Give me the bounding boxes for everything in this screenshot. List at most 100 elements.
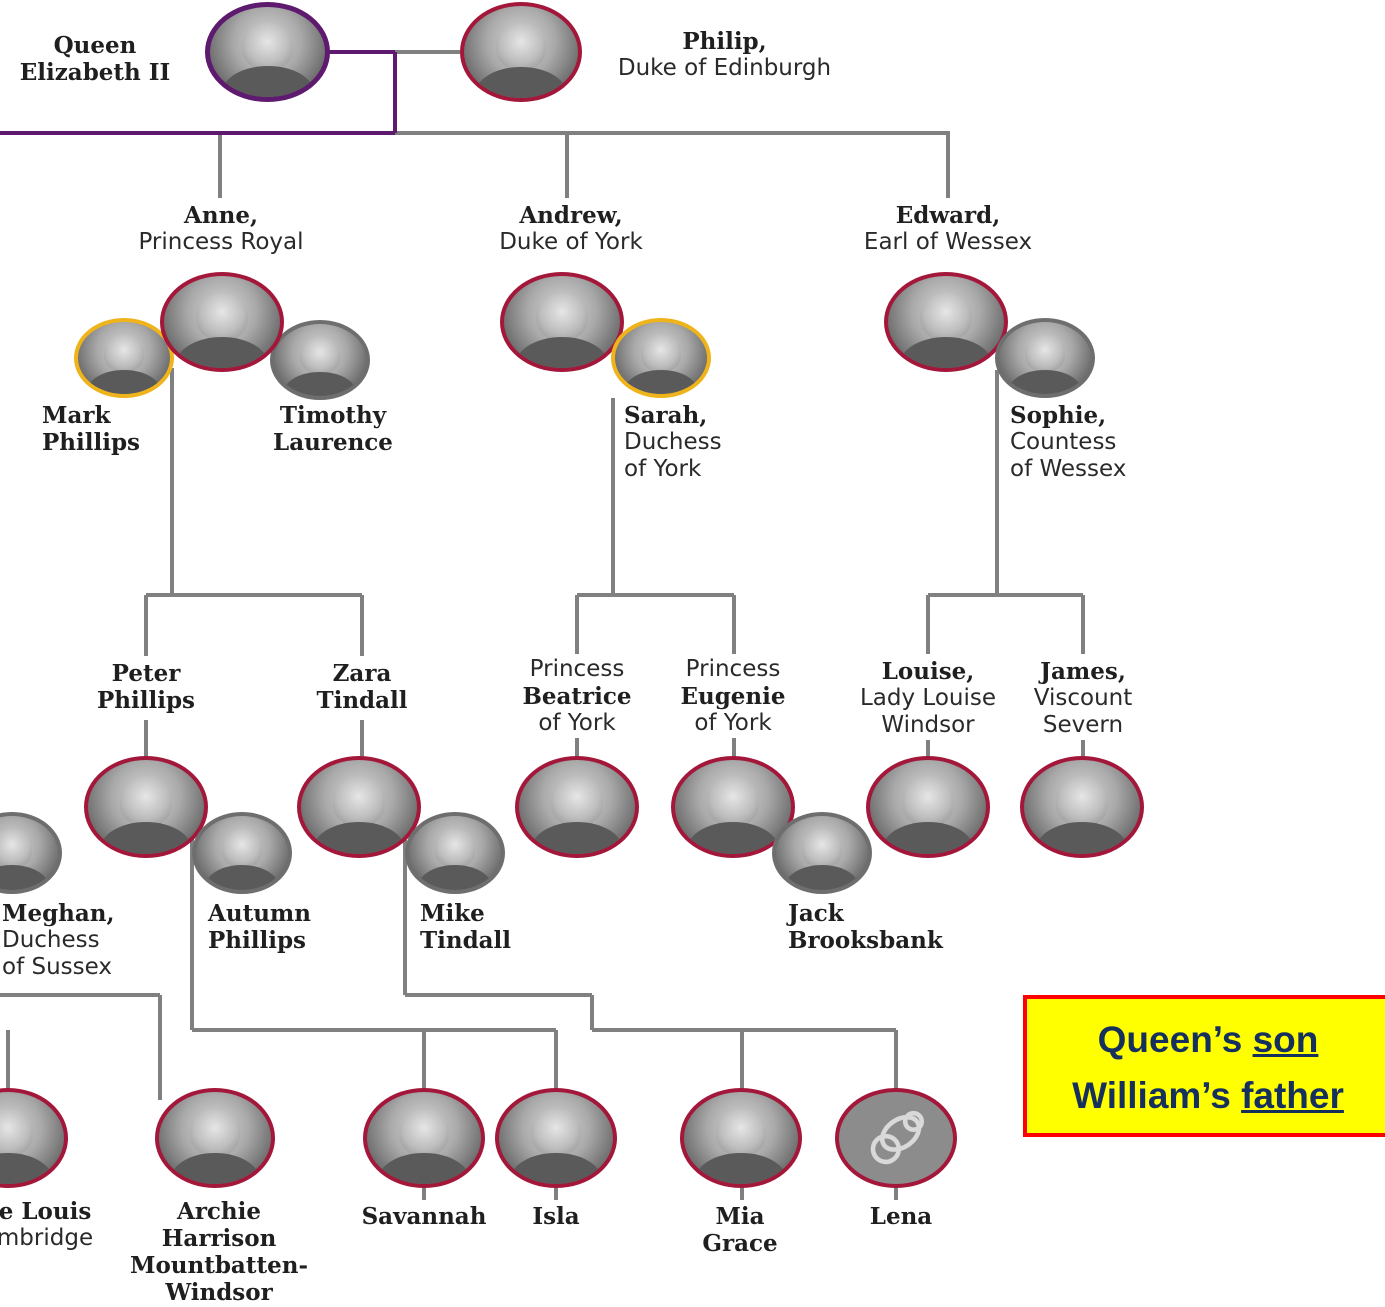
savannah-name: Savannah: [361, 1203, 487, 1230]
jack-label: Jack Brooksbank: [788, 900, 943, 954]
sophie-label: Sophie, Countess of Wessex: [1010, 402, 1126, 483]
zara-tindall-label: Zara Tindall: [300, 660, 424, 714]
mark-name: Mark: [42, 402, 111, 429]
anne-name: Anne,: [184, 202, 258, 229]
beatrice-post: of York: [538, 710, 616, 736]
edward-title: Earl of Wessex: [863, 229, 1033, 255]
timothy-laurence-photo: [270, 320, 370, 400]
louis-title: mbridge: [0, 1225, 94, 1251]
queen-name-2: Elizabeth II: [19, 59, 171, 86]
timothy-name-2: Laurence: [273, 429, 393, 456]
callout-line-1: Queen’s son: [1027, 1019, 1385, 1061]
zara-name: Zara: [332, 660, 392, 687]
sarah-label: Sarah, Duchess of York: [624, 402, 722, 483]
archie-name-3: Mountbatten-: [129, 1252, 308, 1279]
sophie-title-1: Countess: [1010, 429, 1117, 455]
peter-photo: [84, 756, 208, 858]
lena-name: Lena: [869, 1203, 933, 1230]
louise-title-1: Lady Louise: [859, 685, 996, 711]
savannah-label: Savannah: [346, 1203, 502, 1230]
mia-grace-label: Mia Grace: [690, 1203, 790, 1257]
philip-label: Philip, Duke of Edinburgh: [592, 28, 857, 82]
louise-photo: [866, 756, 990, 858]
pacifier-icon: [870, 1110, 925, 1165]
eugenie-post: of York: [694, 710, 772, 736]
sarah-name: Sarah,: [624, 402, 708, 429]
queen-photo: [205, 2, 330, 102]
callout-line-2-underlined: father: [1241, 1075, 1344, 1116]
peter-phillips-label: Peter Phillips: [76, 660, 216, 714]
queen-label: Queen Elizabeth II: [10, 32, 180, 86]
eugenie-label: Princess Eugenie of York: [666, 656, 800, 737]
james-label: James, Viscount Severn: [1018, 658, 1148, 739]
callout-line-1-underlined: son: [1252, 1019, 1319, 1060]
savannah-photo: [363, 1088, 485, 1188]
lena-label: Lena: [856, 1203, 946, 1230]
edward-label: Edward, Earl of Wessex: [838, 202, 1058, 256]
callout-line-2-text: William’s: [1072, 1075, 1242, 1116]
callout-line-1-text: Queen’s: [1097, 1019, 1253, 1060]
beatrice-pre: Princess: [529, 656, 625, 682]
autumn-name-2: Phillips: [208, 927, 306, 954]
anne-title: Princess Royal: [138, 229, 304, 255]
andrew-photo: [500, 272, 624, 372]
eugenie-name: Eugenie: [680, 683, 786, 710]
archie-name-2: Harrison: [161, 1225, 277, 1252]
isla-name: Isla: [532, 1203, 580, 1230]
eugenie-pre: Princess: [685, 656, 781, 682]
mia-name-2: Grace: [702, 1230, 778, 1257]
mark-phillips-label: Mark Phillips: [42, 402, 140, 456]
queen-name: Queen: [53, 32, 137, 59]
callout-box: Queen’s son William’s father: [1023, 995, 1385, 1137]
sarah-title-2: of York: [624, 456, 702, 482]
james-title-1: Viscount: [1033, 685, 1133, 711]
james-name: James,: [1040, 658, 1126, 685]
archie-name-4: Windsor: [165, 1279, 273, 1306]
isla-photo: [495, 1088, 617, 1188]
sophie-name: Sophie,: [1010, 402, 1107, 429]
anne-photo: [160, 272, 284, 372]
timothy-name: Timothy: [279, 402, 387, 429]
mike-name-2: Tindall: [420, 927, 512, 954]
meghan-title-1: Duchess: [2, 927, 100, 953]
sarah-title-1: Duchess: [624, 429, 722, 455]
beatrice-photo: [515, 756, 639, 858]
jack-photo: [772, 812, 872, 894]
timothy-laurence-label: Timothy Laurence: [262, 402, 404, 456]
meghan-title-2: of Sussex: [2, 954, 112, 980]
edward-name: Edward,: [895, 202, 1001, 229]
philip-photo: [460, 2, 582, 102]
archie-photo: [155, 1088, 275, 1188]
louis-name: e Louis: [0, 1198, 92, 1225]
james-title-2: Severn: [1042, 712, 1124, 738]
meghan-name: Meghan,: [2, 900, 115, 927]
jack-name: Jack: [788, 900, 844, 927]
jack-name-2: Brooksbank: [788, 927, 943, 954]
zara-photo: [297, 756, 421, 858]
sophie-title-2: of Wessex: [1010, 456, 1127, 482]
louise-name: Louise,: [881, 658, 975, 685]
anne-label: Anne, Princess Royal: [110, 202, 332, 256]
philip-title: Duke of Edinburgh: [617, 55, 832, 81]
philip-name: Philip,: [682, 28, 767, 55]
louis-label: e Louis mbridge: [0, 1198, 100, 1252]
mark-name-2: Phillips: [42, 429, 140, 456]
andrew-label: Andrew, Duke of York: [478, 202, 664, 256]
callout-line-2: William’s father: [1027, 1075, 1385, 1117]
mike-photo: [405, 812, 505, 894]
autumn-photo: [192, 812, 292, 894]
mike-label: Mike Tindall: [420, 900, 511, 954]
meghan-label: Meghan, Duchess of Sussex: [2, 900, 115, 981]
james-photo: [1020, 756, 1144, 858]
andrew-name: Andrew,: [519, 202, 623, 229]
archie-name: Archie: [176, 1198, 262, 1225]
lena-photo: [835, 1088, 957, 1188]
autumn-name: Autumn: [208, 900, 311, 927]
beatrice-label: Princess Beatrice of York: [510, 656, 644, 737]
sarah-photo: [611, 318, 711, 398]
louise-title-2: Windsor: [881, 712, 975, 738]
zara-name-2: Tindall: [316, 687, 408, 714]
mia-photo: [680, 1088, 802, 1188]
louise-label: Louise, Lady Louise Windsor: [842, 658, 1014, 739]
mike-name: Mike: [420, 900, 485, 927]
